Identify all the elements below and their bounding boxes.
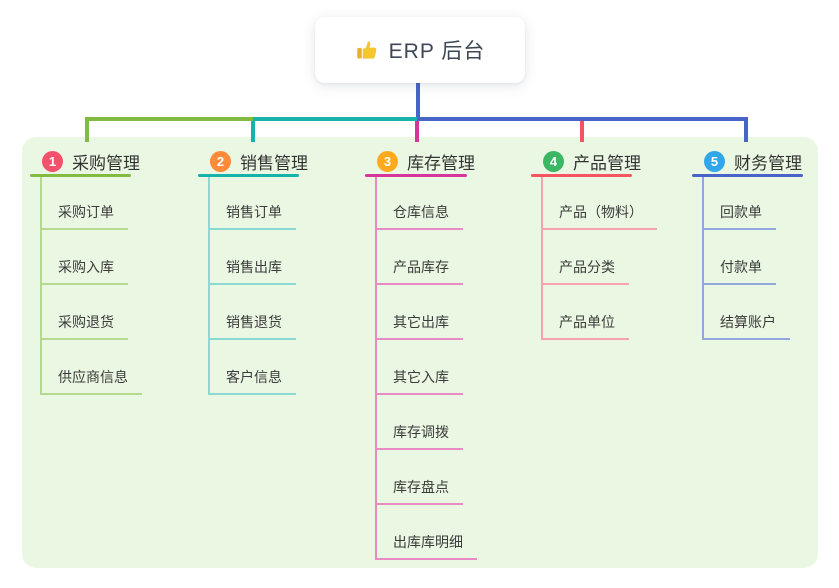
branch-drop-line — [580, 121, 584, 142]
subtree-item: 产品库存 — [377, 230, 477, 285]
subtree-item: 其它入库 — [377, 340, 477, 395]
branch-title[interactable]: 4 产品管理 — [531, 148, 657, 174]
subtree-item-label[interactable]: 其它入库 — [377, 367, 463, 395]
branch-number-badge: 3 — [377, 150, 398, 172]
subtree-item: 付款单 — [704, 230, 803, 285]
subtree-item: 出库库明细 — [377, 505, 477, 560]
branch-title[interactable]: 2 销售管理 — [198, 148, 308, 174]
branches-panel — [22, 137, 818, 568]
subtree-item: 销售出库 — [210, 230, 308, 285]
branch-drop-line — [251, 121, 255, 142]
branch-title-underline — [692, 174, 803, 177]
subtree-item-label[interactable]: 采购入库 — [42, 257, 128, 285]
subtree-item: 产品分类 — [543, 230, 657, 285]
subtree-item-label[interactable]: 回款单 — [704, 202, 776, 230]
subtree-item: 供应商信息 — [42, 340, 142, 395]
subtree-item: 产品单位 — [543, 285, 657, 340]
subtree-item: 库存盘点 — [377, 450, 477, 505]
branch-title-label: 产品管理 — [573, 153, 641, 173]
subtree-item: 回款单 — [704, 177, 803, 230]
subtree-item-label[interactable]: 供应商信息 — [42, 367, 142, 395]
branch: 4 产品管理 产品（物料） 产品分类产品单位 — [531, 148, 657, 340]
branch-subtree: 回款单付款单结算账户 — [702, 177, 803, 340]
branch-title[interactable]: 3 库存管理 — [365, 148, 477, 174]
branch-title-label: 财务管理 — [734, 153, 802, 173]
subtree-item: 客户信息 — [210, 340, 308, 395]
bus-segment-2 — [253, 117, 417, 121]
subtree-item: 结算账户 — [704, 285, 803, 340]
branch-subtree: 产品（物料） 产品分类产品单位 — [541, 177, 657, 340]
subtree-item-label[interactable]: 库存调拨 — [377, 422, 463, 450]
subtree-item-label[interactable]: 库存盘点 — [377, 477, 463, 505]
subtree-item-label[interactable]: 产品单位 — [543, 312, 629, 340]
branch-number-badge: 4 — [543, 150, 564, 172]
branch-title-underline — [531, 174, 632, 177]
branch-title-label: 销售管理 — [240, 153, 308, 173]
branch-number-badge: 5 — [704, 150, 725, 172]
branch: 2 销售管理 销售订单销售出库销售退货客户信息 — [198, 148, 308, 395]
branch-number-badge: 2 — [210, 150, 231, 172]
subtree-item-label[interactable]: 结算账户 — [704, 312, 790, 340]
subtree-item: 产品（物料） — [543, 177, 657, 230]
branch: 3 库存管理 仓库信息产品库存其它出库其它入库库存调拨库存盘点出库库明细 — [365, 148, 477, 560]
bus-segment-3 — [417, 117, 748, 121]
subtree-item-label[interactable]: 出库库明细 — [377, 532, 477, 560]
root-node[interactable]: ERP 后台 — [315, 17, 525, 83]
subtree-item-label[interactable]: 产品库存 — [377, 257, 463, 285]
branch-number-badge: 1 — [42, 150, 63, 172]
subtree-item: 其它出库 — [377, 285, 477, 340]
branch-title-label: 采购管理 — [72, 153, 140, 173]
branch-subtree: 采购订单采购入库采购退货供应商信息 — [40, 177, 142, 395]
root-connector-line — [416, 83, 420, 121]
subtree-item: 采购入库 — [42, 230, 142, 285]
subtree-item: 库存调拨 — [377, 395, 477, 450]
branch-subtree: 销售订单销售出库销售退货客户信息 — [208, 177, 308, 395]
subtree-item-label[interactable]: 付款单 — [704, 257, 776, 285]
branch-title-underline — [30, 174, 131, 177]
subtree-item: 仓库信息 — [377, 177, 477, 230]
branch-title[interactable]: 1 采购管理 — [30, 148, 142, 174]
subtree-item-label[interactable]: 采购退货 — [42, 312, 128, 340]
subtree-item: 销售退货 — [210, 285, 308, 340]
subtree-item-label[interactable]: 其它出库 — [377, 312, 463, 340]
subtree-item: 销售订单 — [210, 177, 308, 230]
branch: 1 采购管理 采购订单采购入库采购退货供应商信息 — [30, 148, 142, 395]
subtree-item-label[interactable]: 采购订单 — [42, 202, 128, 230]
subtree-item-label[interactable]: 销售退货 — [210, 312, 296, 340]
branch: 5 财务管理 回款单付款单结算账户 — [692, 148, 803, 340]
branch-drop-line — [415, 121, 419, 142]
branch-title[interactable]: 5 财务管理 — [692, 148, 803, 174]
root-title: ERP 后台 — [388, 40, 486, 63]
branch-title-underline — [198, 174, 299, 177]
branch-subtree: 仓库信息产品库存其它出库其它入库库存调拨库存盘点出库库明细 — [375, 177, 477, 560]
subtree-item-label[interactable]: 客户信息 — [210, 367, 296, 395]
subtree-item-label[interactable]: 仓库信息 — [377, 202, 463, 230]
subtree-item-label[interactable]: 产品分类 — [543, 257, 629, 285]
subtree-item-label[interactable]: 销售订单 — [210, 202, 296, 230]
branch-drop-line — [85, 121, 89, 142]
subtree-item: 采购订单 — [42, 177, 142, 230]
bus-segment-1 — [85, 117, 253, 121]
thumbs-up-icon — [355, 38, 379, 62]
branch-title-underline — [365, 174, 467, 177]
subtree-item-label[interactable]: 产品（物料） — [543, 202, 657, 230]
branch-drop-line — [744, 121, 748, 142]
subtree-item: 采购退货 — [42, 285, 142, 340]
branch-title-label: 库存管理 — [407, 153, 475, 173]
subtree-item-label[interactable]: 销售出库 — [210, 257, 296, 285]
